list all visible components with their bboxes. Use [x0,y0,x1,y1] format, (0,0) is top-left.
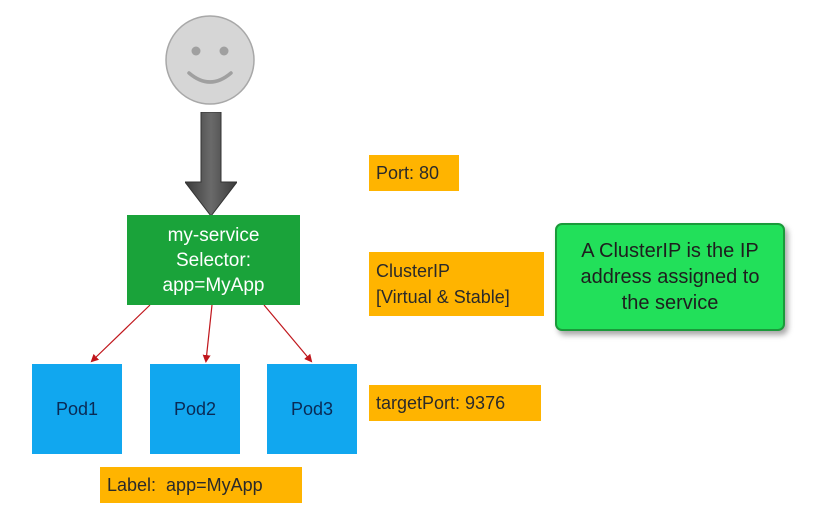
service-name: my-service [167,224,260,246]
service-selector-value: app=MyApp [162,274,265,296]
service-selector-label: Selector: [176,249,251,271]
clusterip-tag-line1: ClusterIP [376,261,451,281]
pod-label: Pod2 [173,398,217,419]
clusterip-note: A ClusterIP is the IP address assigned t… [555,223,785,331]
smiley-user-icon [165,15,255,105]
note-line3: the service [621,292,719,314]
pod-label-tag-text: Label: app=MyApp [107,475,263,495]
target-port-tag-text: targetPort: 9376 [376,393,506,413]
pod-label-tag: Label: app=MyApp [100,467,302,503]
link-pod1 [90,304,151,363]
target-port-tag: targetPort: 9376 [369,385,541,421]
pod-box-2: Pod2 [150,364,240,454]
pod-label: Pod3 [290,398,334,419]
clusterip-tag-line2: [Virtual & Stable] [376,287,510,307]
note-line2: address assigned to [580,266,760,288]
link-pod3 [263,304,313,363]
port-tag: Port: 80 [369,155,459,191]
pod-box-3: Pod3 [267,364,357,454]
port-tag-text: Port: 80 [376,163,440,183]
link-pod2 [202,304,213,363]
note-line1: A ClusterIP is the IP [581,240,759,262]
pod-label: Pod1 [55,398,99,419]
clusterip-tag: ClusterIP [Virtual & Stable] [369,252,544,316]
service-box: my-service Selector: app=MyApp [127,215,300,305]
request-arrow-icon [185,112,237,216]
pod-box-1: Pod1 [32,364,122,454]
